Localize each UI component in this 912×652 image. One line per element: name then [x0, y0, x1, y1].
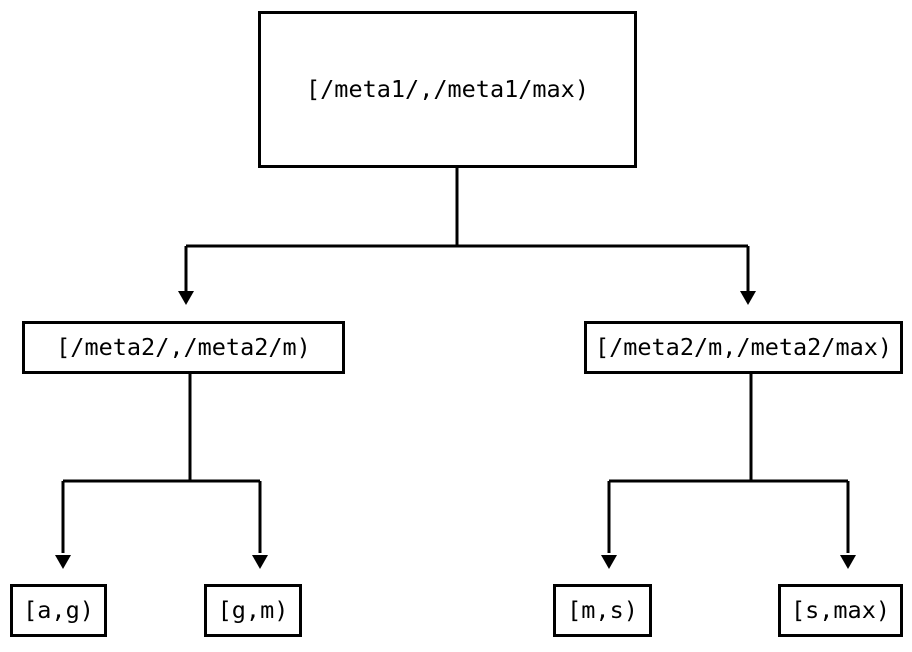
- arrow-to-leaf-smax-icon: [840, 555, 856, 569]
- arrow-to-leaf-ms-icon: [601, 555, 617, 569]
- arrow-to-leaf-gm-icon: [252, 555, 268, 569]
- node-mid-right-label: [/meta2/m,/meta2/max): [594, 332, 893, 361]
- node-leaf-gm[interactable]: [g,m): [204, 584, 302, 637]
- node-mid-left[interactable]: [/meta2/,/meta2/m): [22, 321, 345, 374]
- node-leaf-smax[interactable]: [s,max): [778, 584, 903, 637]
- arrow-to-leaf-ag-icon: [55, 555, 71, 569]
- node-leaf-ms[interactable]: [m,s): [553, 584, 652, 637]
- node-leaf-gm-label: [g,m): [217, 595, 289, 624]
- connector-lines: [61, 168, 850, 553]
- arrowhead-group: [55, 291, 856, 569]
- node-leaf-ag[interactable]: [a,g): [10, 584, 107, 637]
- node-mid-left-label: [/meta2/,/meta2/m): [56, 332, 311, 361]
- node-leaf-ms-label: [m,s): [567, 595, 638, 624]
- node-leaf-smax-label: [s,max): [790, 595, 891, 624]
- node-root-label: [/meta1/,/meta1/max): [306, 74, 589, 103]
- node-mid-right[interactable]: [/meta2/m,/meta2/max): [584, 321, 903, 374]
- node-root[interactable]: [/meta1/,/meta1/max): [258, 11, 637, 168]
- arrow-to-mid-left-icon: [178, 291, 194, 305]
- arrow-to-mid-right-icon: [740, 291, 756, 305]
- node-leaf-ag-label: [a,g): [23, 595, 94, 624]
